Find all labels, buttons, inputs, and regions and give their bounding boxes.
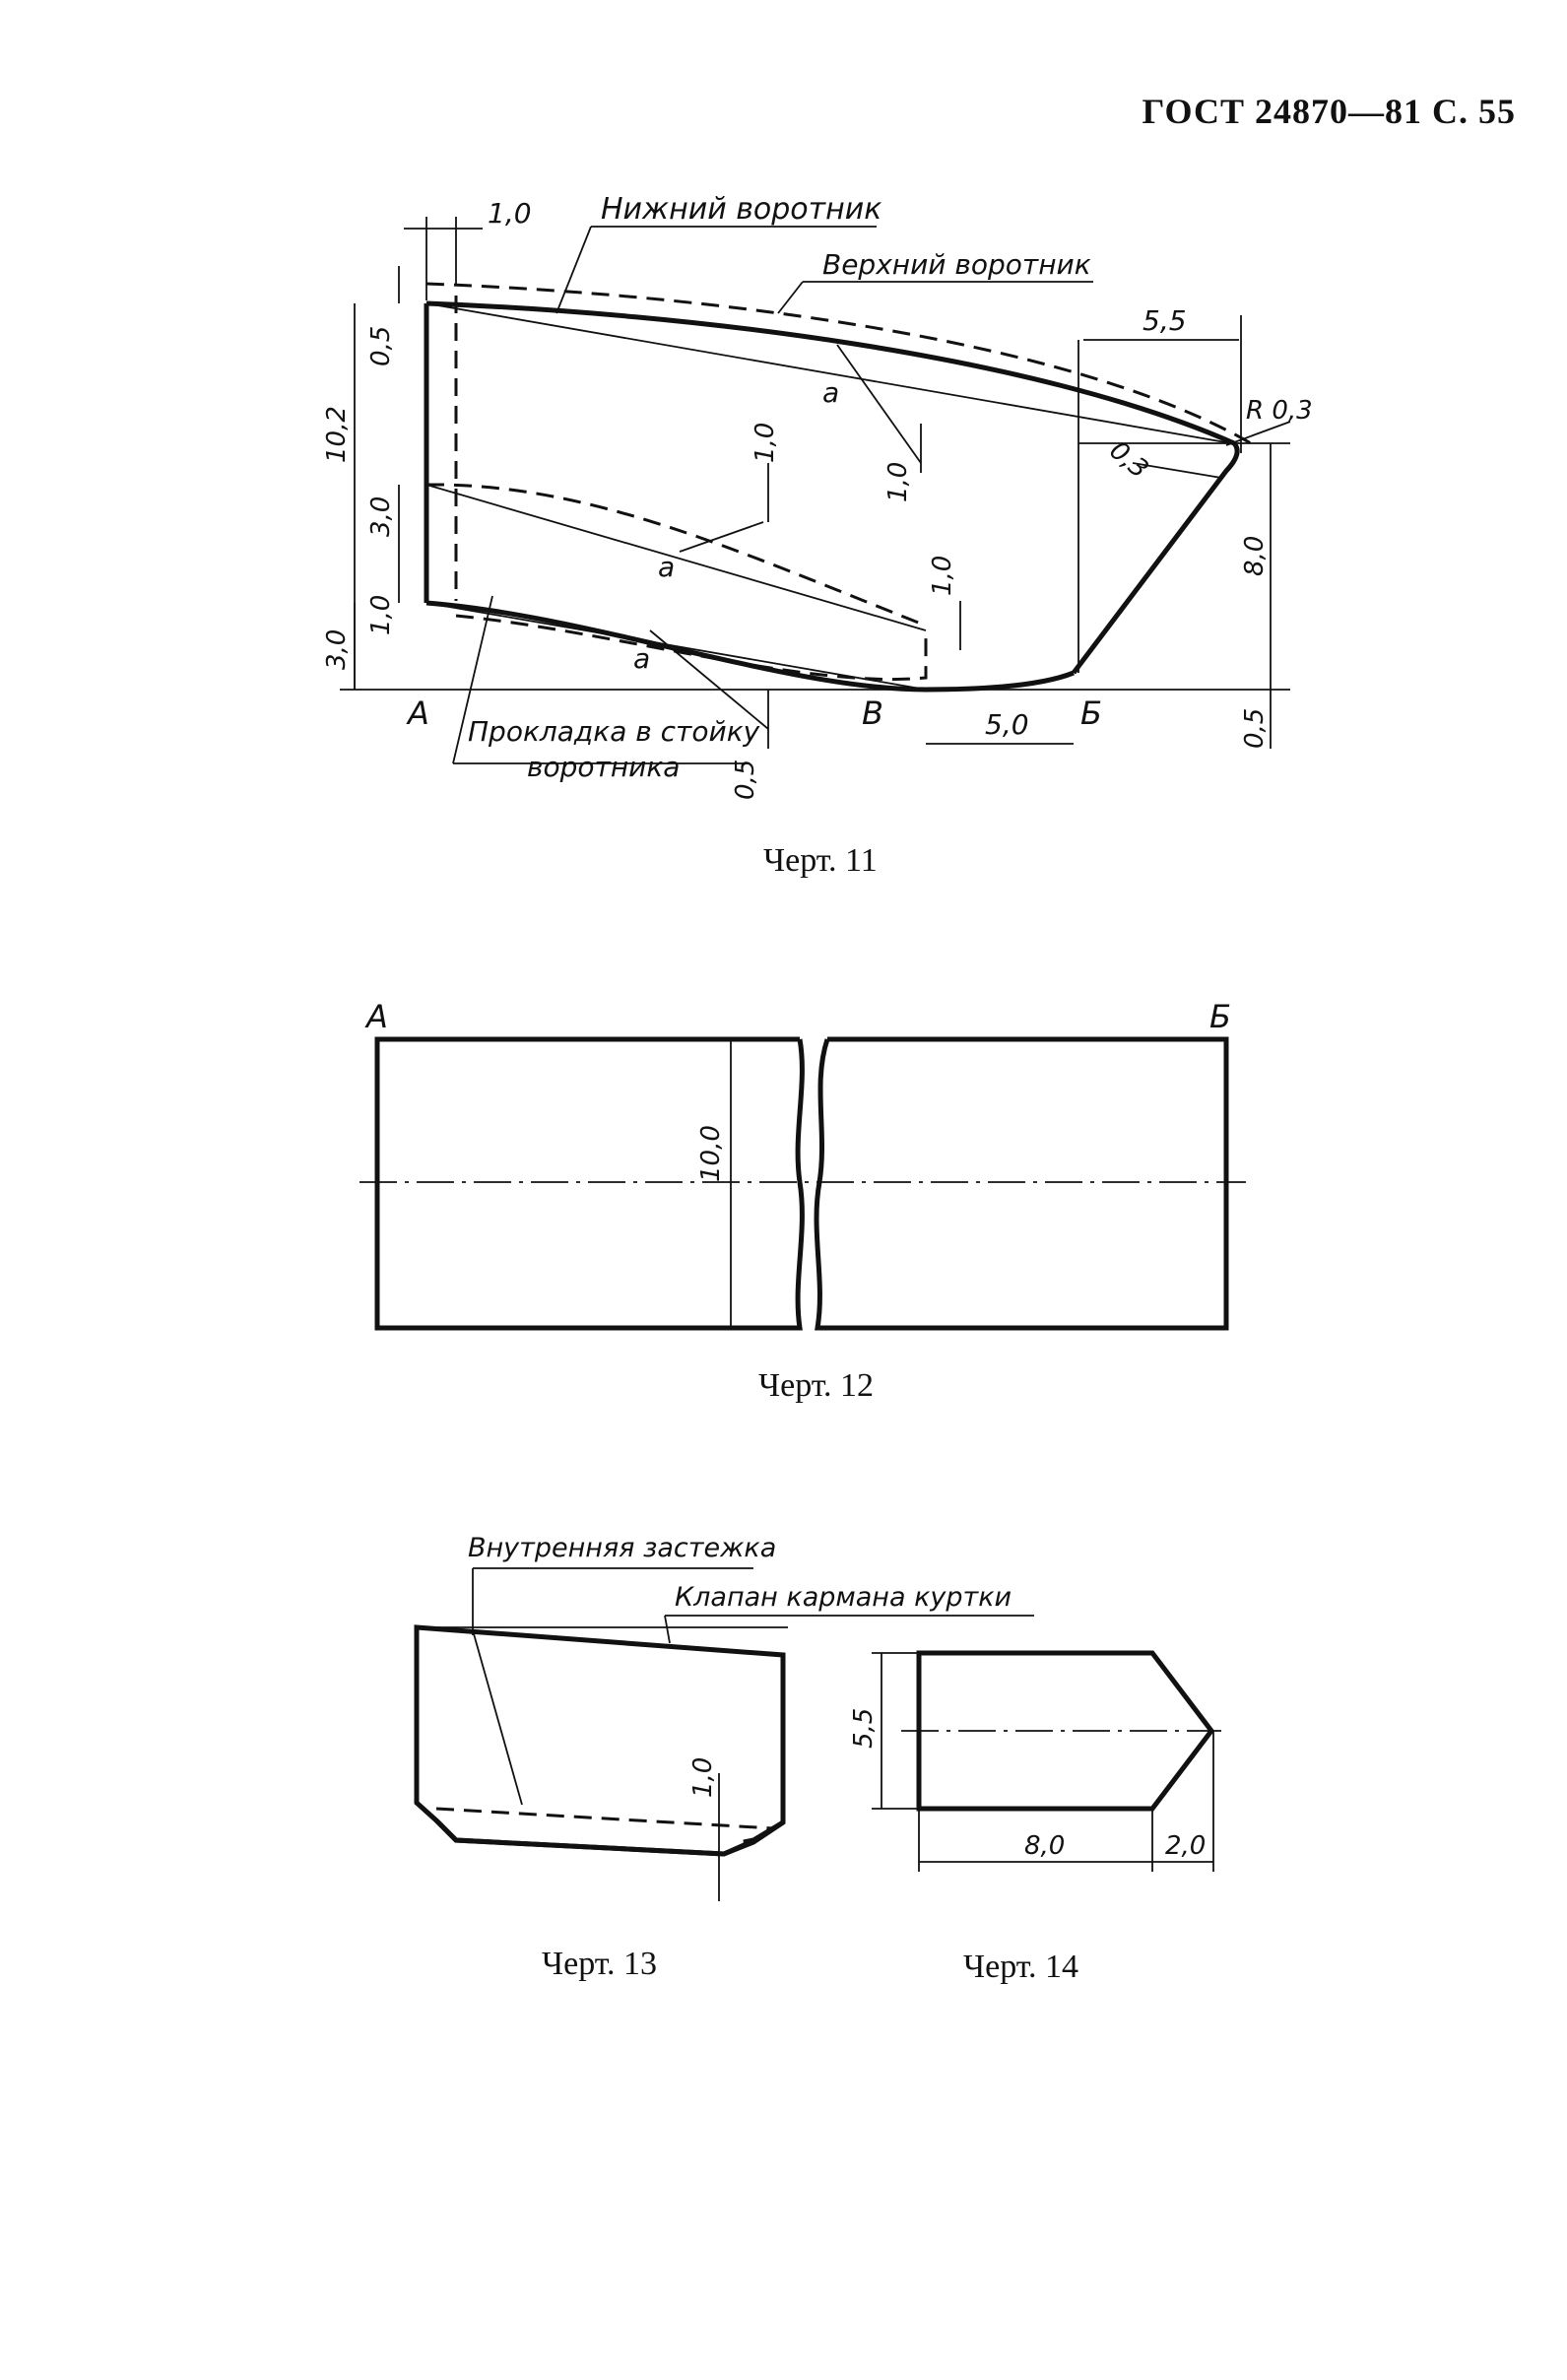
label-point-b: Б [1080, 694, 1102, 732]
collar-end-edge [1072, 441, 1240, 675]
fig12-point-a: А [364, 998, 388, 1035]
fig12-point-b: Б [1209, 998, 1231, 1035]
label-lower-collar: Нижний воротник [601, 192, 881, 227]
fig13-caption: Черт. 13 [542, 1946, 658, 1982]
label-a-1: а [822, 376, 839, 409]
fig11-caption: Черт. 11 [763, 842, 878, 879]
label-point-a: А [406, 694, 429, 732]
dim-5-5: 5,5 [1143, 304, 1187, 337]
leader-radius [1225, 421, 1291, 446]
middle-dashed-curve [425, 483, 927, 628]
lower-collar-top-line [425, 300, 1236, 446]
dim-3-0-mid: 3,0 [366, 496, 396, 537]
detail-line-a1 [836, 344, 922, 464]
detail-line-a2 [679, 521, 764, 553]
fig14-outline [916, 1650, 1215, 1812]
fig13-label-fastener: Внутренняя застежка [468, 1533, 776, 1563]
dim-1-0-diag1: 1,0 [751, 423, 780, 463]
label-pad-2: воротника [527, 751, 680, 783]
dim-1-0-diag2: 1,0 [883, 462, 913, 502]
leader-upper-collar [777, 281, 804, 314]
label-a-2: а [658, 551, 675, 583]
figure-14: 5,5 8,0 2,0 [849, 1650, 1221, 1872]
dim-1-0-left: 1,0 [366, 595, 396, 635]
upper-collar-dashed-line [425, 282, 1252, 445]
fig13-label-flap: Клапан кармана куртки [675, 1582, 1012, 1613]
label-pad: Прокладка в стойку [468, 715, 760, 748]
dim-3-0-bottom: 3,0 [322, 629, 352, 670]
fig13-leader-flap [664, 1615, 671, 1644]
detail-line-a3 [649, 629, 769, 730]
bottom-dashed-line [455, 614, 928, 682]
dim-10-2: 10,2 [322, 406, 352, 463]
dim-1-0-top: 1,0 [488, 197, 532, 230]
construction-line-3 [425, 602, 927, 691]
dim-line-0-3 [1132, 462, 1222, 479]
label-radius: R 0,3 [1246, 396, 1313, 426]
dim-5-0: 5,0 [985, 708, 1029, 741]
fig13-outline [414, 1624, 786, 1857]
fig14-dim-5-5: 5,5 [849, 1708, 879, 1749]
dim-1-0-right: 1,0 [928, 556, 957, 596]
construction-line-1 [425, 302, 1232, 444]
fig13-leader-fastener [472, 1629, 523, 1806]
dim-0-5-left: 0,5 [366, 326, 396, 366]
dim-0-5-right: 0,5 [1240, 708, 1270, 749]
fig13-bottom-edge [434, 1818, 785, 1857]
label-upper-collar: Верхний воротник [822, 248, 1091, 281]
label-a-3: а [633, 642, 650, 675]
figure-13: Внутренняя застежка Клапан кармана куртк… [414, 1533, 1034, 1901]
fig13-dim-1-0: 1,0 [688, 1757, 718, 1798]
fig12-left-panel [374, 1036, 805, 1331]
figure-11: Нижний воротник Верхний воротник Проклад… [322, 192, 1313, 800]
construction-line-2 [425, 484, 927, 631]
page-header: ГОСТ 24870—81 С. 55 [1142, 92, 1516, 131]
label-point-v: В [862, 694, 883, 732]
fig13-dashed-line [435, 1807, 774, 1830]
dim-8-0: 8,0 [1240, 536, 1270, 576]
leader-pad [452, 595, 493, 764]
fig12-dim-10-0: 10,0 [696, 1125, 726, 1182]
fig12-right-panel [814, 1036, 1229, 1331]
fig14-caption: Черт. 14 [963, 1949, 1079, 1985]
figure-12: А Б 10,0 [359, 998, 1246, 1331]
dim-0-5-bottom: 0,5 [731, 760, 760, 800]
collar-bottom-line [425, 600, 1075, 693]
leader-lower-collar [555, 226, 592, 314]
fig14-dim-2-0: 2,0 [1165, 1831, 1206, 1861]
fig12-caption: Черт. 12 [758, 1367, 875, 1404]
fig14-dim-8-0: 8,0 [1024, 1831, 1065, 1861]
